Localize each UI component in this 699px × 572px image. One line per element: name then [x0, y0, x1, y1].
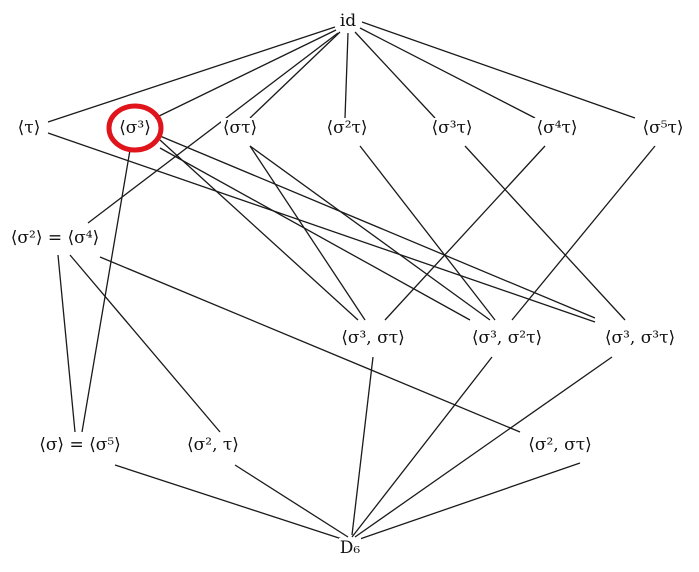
edge-s3_s2t-D6: [351, 356, 493, 538]
edge-s3_st-D6: [351, 356, 374, 536]
edge-id-s5t: [361, 21, 636, 119]
edge-tau-s3_s3t: [47, 132, 596, 323]
edge-s4t-s3_st: [384, 145, 546, 321]
node-label-s2_t: ⟨σ², τ⟩: [187, 435, 239, 455]
node-label-s2t: ⟨σ²τ⟩: [326, 118, 367, 138]
lattice-edges: [47, 21, 656, 541]
edge-s3t-s3_s3t: [464, 145, 626, 321]
node-label-st: ⟨στ⟩: [223, 118, 257, 138]
node-backing-s3_s2t: [464, 328, 550, 348]
node-label-s2_st: ⟨σ², στ⟩: [528, 435, 592, 455]
node-backing-s5t: [639, 118, 687, 138]
node-label-s3_st: ⟨σ³, στ⟩: [341, 328, 405, 348]
node-backing-s2: [2, 228, 108, 248]
edge-id-s4t: [359, 27, 536, 119]
edge-s2t-s3_s2t: [359, 145, 496, 321]
node-label-D6: D₆: [340, 538, 361, 558]
node-label-id: id: [340, 11, 356, 31]
node-backing-tau: [14, 118, 44, 138]
edge-s3-s3_s3t: [159, 135, 596, 319]
node-backing-s2t: [323, 118, 371, 138]
node-backing-id: [337, 11, 359, 31]
node-label-s4t: ⟨σ⁴τ⟩: [536, 118, 577, 138]
highlight-layer: [106, 103, 164, 153]
edge-s2-s2_st: [99, 256, 521, 433]
edge-s2_t-D6: [234, 464, 349, 538]
node-backing-s3_s3t: [597, 328, 683, 348]
edge-id-s2: [87, 32, 339, 224]
node-backing-s3: [116, 118, 154, 138]
node-backing-s3t: [428, 118, 476, 138]
edge-id-s2t: [344, 32, 349, 119]
edge-s2_st-D6: [356, 462, 581, 541]
node-backing-s2_t: [179, 435, 247, 455]
edge-id-s3t: [354, 31, 436, 119]
node-backing-s: [32, 435, 128, 455]
node-label-s5t: ⟨σ⁵τ⟩: [642, 118, 683, 138]
node-label-tau: ⟨τ⟩: [18, 118, 41, 138]
edge-s5t-s3_s2t: [511, 145, 656, 321]
edge-s-D6: [114, 464, 346, 541]
lattice-nodes: id ⟨τ⟩ ⟨σ³⟩ ⟨στ⟩ ⟨σ²τ⟩ ⟨σ³τ⟩ ⟨σ⁴τ⟩ ⟨σ⁵τ⟩ ⟨σ²⟩ = …: [2, 11, 687, 558]
edge-id-tau: [47, 26, 336, 123]
edge-s3-s3_s2t: [159, 147, 471, 321]
highlight-circle: [106, 103, 164, 153]
node-label-s3: ⟨σ³⟩: [119, 118, 151, 138]
edge-s3_s3t-D6: [354, 356, 613, 538]
node-backing-s3_st: [335, 328, 411, 348]
node-backing-s4t: [533, 118, 581, 138]
edge-s2-s2_t: [69, 254, 221, 433]
node-label-s3_s3t: ⟨σ³, σ³τ⟩: [605, 328, 675, 348]
node-label-s3_s2t: ⟨σ³, σ²τ⟩: [472, 328, 542, 348]
node-backing-D6: [339, 538, 361, 558]
edge-st-s3_s2t: [249, 145, 491, 321]
node-backing-st: [221, 118, 259, 138]
node-label-s2: ⟨σ²⟩ = ⟨σ⁴⟩: [11, 228, 99, 248]
edge-id-s3: [154, 29, 337, 119]
edge-s3-s3_st: [159, 139, 359, 321]
edge-s2-s: [57, 254, 76, 433]
node-label-s: ⟨σ⟩ = ⟨σ⁵⟩: [39, 435, 121, 455]
node-label-s3t: ⟨σ³τ⟩: [431, 118, 472, 138]
edge-st-s3_st: [249, 145, 366, 321]
edge-s3-s: [81, 149, 131, 433]
node-backing-s2_st: [522, 435, 598, 455]
edge-id-st: [249, 31, 341, 119]
